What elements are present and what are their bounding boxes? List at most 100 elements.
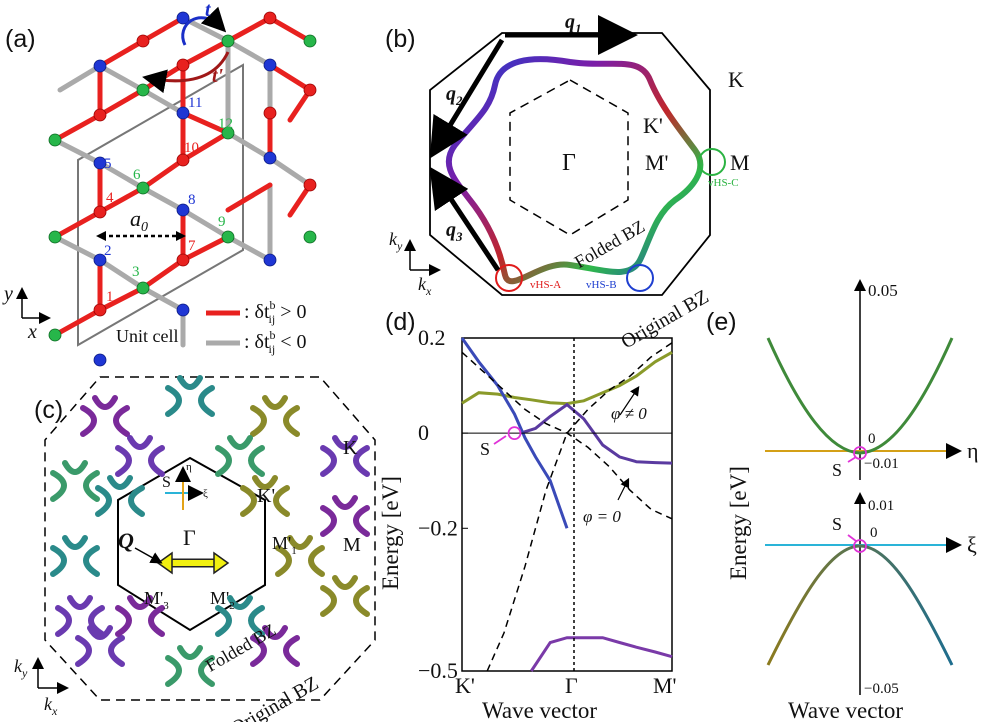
fermi-pocket: [80, 395, 130, 437]
site-number: 8: [188, 192, 196, 208]
e-top-s-label: S: [832, 460, 842, 480]
gamma-label: Γ: [183, 525, 196, 550]
fermi-pocket: [75, 625, 125, 667]
site-number: 11: [188, 95, 202, 111]
fermi-pocket: [250, 625, 300, 667]
fermi-pocket: [320, 435, 370, 477]
site-number: 6: [133, 167, 141, 183]
fermi-pocket: [115, 595, 165, 637]
fermi-pocket: [55, 595, 105, 637]
q-label: Q: [118, 528, 134, 553]
unit-cell-outline: [77, 63, 244, 347]
folded-bz-hexagon: [509, 79, 629, 236]
x-label-e: Wave vector: [788, 698, 903, 722]
saddle-label: S: [480, 439, 490, 459]
band-series-1: [520, 402, 673, 465]
original-bz-label: Original BZ: [227, 672, 322, 722]
fermi-pocket: [165, 375, 215, 417]
ky-label: ky: [389, 229, 403, 253]
panel-label-a: (a): [5, 25, 36, 53]
q-pointer: [134, 547, 163, 564]
fermi-pocket: [320, 495, 370, 537]
band-curves-d: [460, 337, 673, 672]
site-number: 4: [106, 190, 114, 206]
y-label-e: Energy [eV]: [726, 466, 751, 580]
phi-zero-label: φ = 0: [583, 507, 621, 526]
panel-d: (d) 0.20−0.2−0.5 S φ ≠ 0 φ = 0 K' Γ M' W…: [378, 308, 677, 722]
vhs-c-circle: [698, 148, 726, 176]
fermi-pocket: [320, 575, 370, 617]
site-number: 5: [104, 156, 112, 172]
y-tick-label: 0: [418, 420, 429, 445]
hop-t-label: t: [205, 0, 212, 21]
band-series-5: [486, 432, 568, 672]
saddle-point-marker: [507, 426, 522, 441]
fermi-pocket: [115, 435, 165, 477]
q2-label: q2: [446, 83, 463, 108]
saddle-pointer: [493, 435, 507, 445]
band-series-6: [566, 342, 673, 434]
panel-label-e: (e): [706, 308, 737, 336]
phi-nonzero-label: φ ≠ 0: [611, 404, 647, 423]
axis-x-label: x: [27, 321, 37, 343]
vhs-b-label: vHS-B: [586, 279, 617, 291]
m1-label: M'1: [272, 533, 297, 557]
sites-blue: [93, 11, 277, 367]
panel-label-b: (b): [385, 25, 416, 53]
fermi-pockets-tiling: [50, 375, 370, 687]
fermi-pocket: [165, 645, 215, 687]
kx-label: kx: [44, 694, 58, 718]
vhs-b-circle: [626, 264, 654, 292]
panel-e: (e) S 0.05 0 −0.01 η S 0.01 0 −0.05 ξ Wa…: [706, 279, 979, 722]
ky-label: ky: [14, 656, 28, 680]
y-ticks-d: 0.20−0.2−0.5: [418, 325, 468, 683]
site-number: 9: [218, 214, 226, 230]
hop-tp-label: t': [212, 65, 224, 87]
site-number: 2: [104, 243, 112, 259]
site-number: 7: [188, 238, 196, 254]
xi-axis-label: ξ: [967, 532, 977, 557]
s-label: S: [162, 474, 171, 491]
fermi-pocket: [250, 395, 300, 437]
m-point-label: M: [343, 534, 361, 556]
e-bottom-saddle-marker: [853, 539, 867, 553]
positive-bonds: [52, 15, 313, 338]
y-tick-label: 0.2: [418, 325, 446, 350]
e-top-tick-min: −0.01: [864, 456, 899, 472]
m2-label: M'2: [210, 588, 235, 612]
q1-label: q1: [565, 11, 582, 36]
fermi-pocket: [95, 475, 145, 517]
kp-point-label: K': [257, 485, 275, 507]
site-number: 1: [106, 289, 114, 305]
e-bottom-tick-zero: 0: [870, 525, 878, 541]
k-point-label: K: [343, 437, 358, 459]
e-top-tick-max: 0.05: [868, 281, 898, 300]
x-tick-gamma: Γ: [565, 673, 578, 698]
e-bottom-tick-max: 0.01: [868, 498, 894, 514]
site-number: 10: [184, 140, 199, 156]
site-numbers: 1 2 3 4 5 6 7 8 9 10 11 12: [104, 95, 233, 305]
sites-red: [93, 11, 317, 317]
kx-label: kx: [418, 274, 432, 298]
site-number: 3: [132, 264, 140, 280]
plot-frame-d: [461, 337, 673, 672]
e-top-saddle-marker: [853, 446, 867, 460]
sites-green: [48, 34, 317, 342]
fermi-pocket: [240, 475, 290, 517]
fermi-pocket: [215, 435, 265, 477]
a0-label: a0: [130, 206, 148, 235]
e-bottom-tick-min: −0.05: [864, 681, 899, 697]
phi-nonzero-pointer: [619, 386, 640, 416]
m-point-label: M: [730, 150, 750, 175]
band-series-3: [530, 636, 673, 672]
panel-a: (a): [2, 0, 317, 367]
vhs-a-label: vHS-A: [530, 279, 561, 291]
x-tick-kp: K': [455, 673, 475, 698]
eta-label: η: [186, 461, 192, 473]
unit-cell-label: Unit cell: [116, 326, 178, 346]
y-label-d: Energy [eV]: [378, 476, 403, 590]
m3-label: M'3: [144, 588, 169, 612]
